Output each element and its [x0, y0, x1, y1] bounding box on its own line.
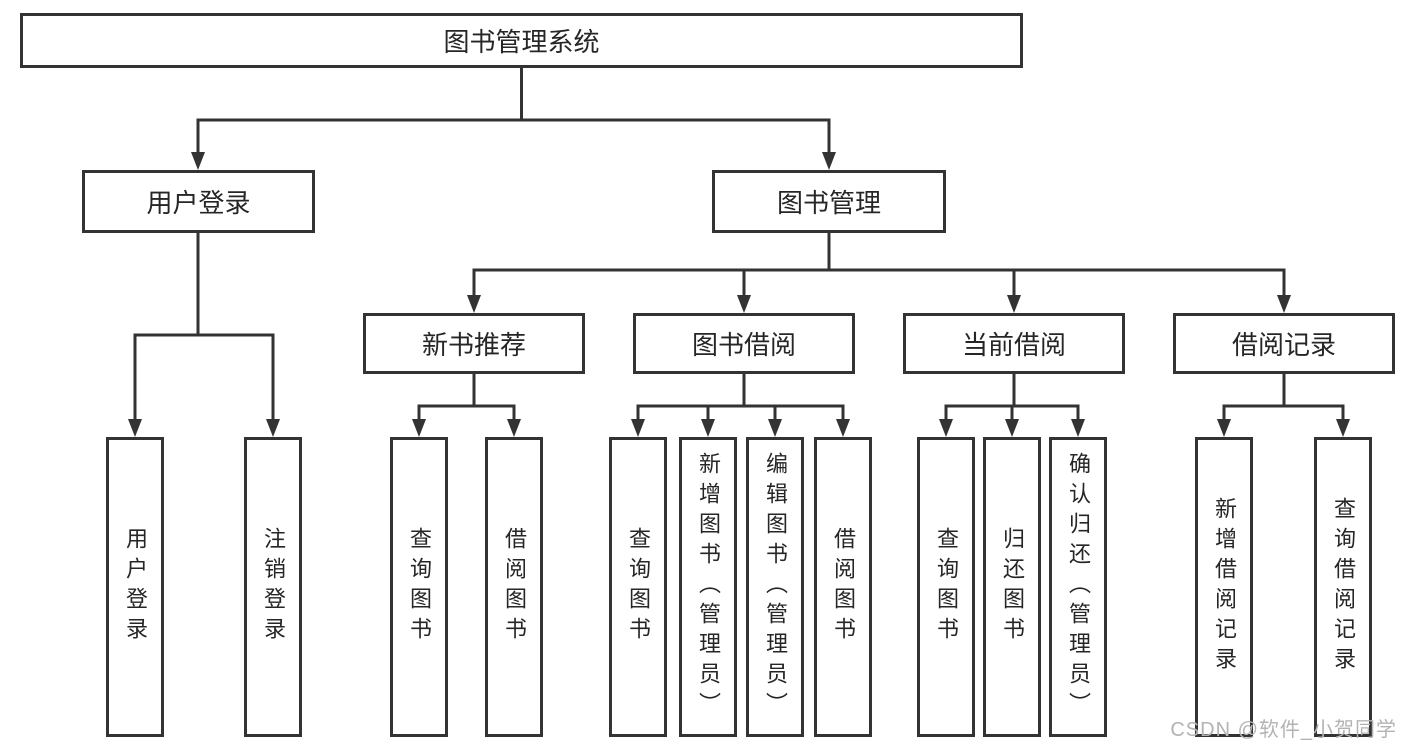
leaf-user-login: 用户登录 [106, 437, 164, 737]
node-library-system: 图书管理系统 [20, 13, 1023, 68]
node-new-book-recommendation: 新书推荐 [363, 313, 585, 374]
leaf-add-borrow-record: 新增借阅记录 [1195, 437, 1253, 737]
leaf-return-books: 归还图书 [983, 437, 1041, 737]
leaf-query-books-current: 查询图书 [917, 437, 975, 737]
leaf-edit-book-admin: 编辑图书（管理员） [746, 437, 804, 737]
leaf-query-books-borrow: 查询图书 [609, 437, 667, 737]
node-user-login: 用户登录 [82, 170, 315, 233]
node-current-borrowing: 当前借阅 [903, 313, 1125, 374]
watermark-text: CSDN @软件_小贺同学 [1170, 719, 1397, 741]
leaf-add-book-admin: 新增图书（管理员） [679, 437, 737, 737]
leaf-logout: 注销登录 [244, 437, 302, 737]
leaf-query-borrow-record: 查询借阅记录 [1314, 437, 1372, 737]
leaf-confirm-return-admin: 确认归还（管理员） [1049, 437, 1107, 737]
node-book-borrowing: 图书借阅 [633, 313, 855, 374]
node-borrowing-records: 借阅记录 [1173, 313, 1395, 374]
leaf-query-books-recommend: 查询图书 [390, 437, 448, 737]
node-book-management: 图书管理 [712, 170, 946, 233]
leaf-borrow-books: 借阅图书 [814, 437, 872, 737]
leaf-borrow-books-recommend: 借阅图书 [485, 437, 543, 737]
